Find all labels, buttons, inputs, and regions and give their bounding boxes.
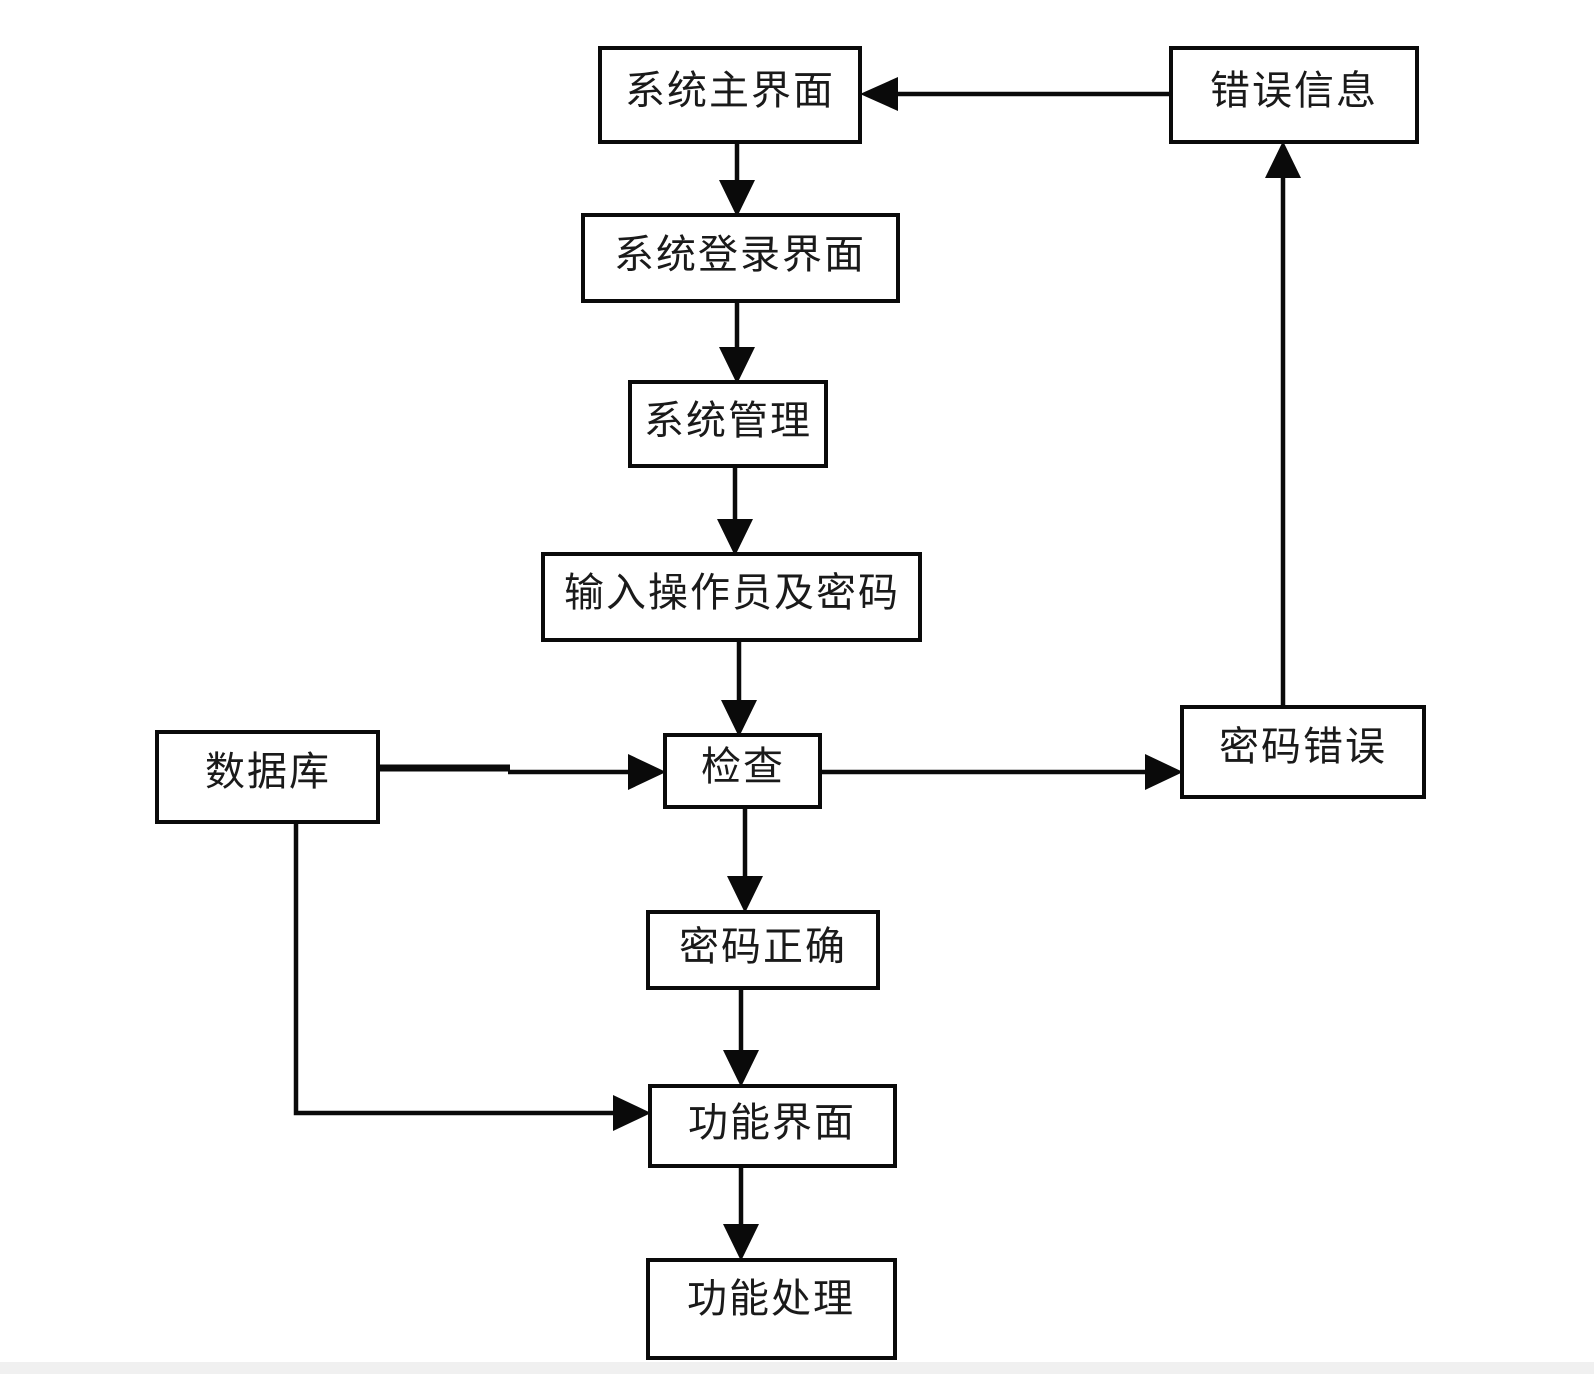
node-main-ui[interactable]: 系统主界面 [598,46,862,144]
edge-check-to-password-wrong [820,754,1183,790]
node-error-message[interactable]: 错误信息 [1169,46,1419,144]
edge-password-wrong-to-error-message [1265,141,1301,707]
edge-check-to-password-correct [727,807,763,913]
node-input-password[interactable]: 输入操作员及密码 [541,552,922,642]
node-password-correct[interactable]: 密码正确 [646,910,880,990]
node-database-label: 数据库 [205,749,331,794]
node-login-ui-label: 系统登录界面 [614,232,866,277]
node-password-wrong-label: 密码错误 [1219,724,1387,769]
edge-login-ui-to-system-admin [719,301,755,384]
node-login-ui[interactable]: 系统登录界面 [581,213,900,303]
node-main-ui-label: 系统主界面 [625,68,835,113]
edge-system-admin-to-input-password [717,466,753,556]
node-function-process-label: 功能处理 [687,1276,855,1321]
node-function-ui[interactable]: 功能界面 [648,1084,897,1168]
node-system-admin[interactable]: 系统管理 [628,380,828,468]
edge-database-to-check [378,754,666,790]
node-input-password-label: 输入操作员及密码 [564,570,900,615]
node-function-ui-label: 功能界面 [688,1100,856,1145]
edge-function-ui-to-function-process [723,1166,759,1261]
node-check[interactable]: 检查 [663,733,822,809]
node-check-label: 检查 [701,744,785,789]
edge-main-ui-to-login-ui [719,142,755,217]
node-password-correct-label: 密码正确 [679,924,847,969]
edge-error-message-to-main-ui [860,77,1171,111]
edge-password-correct-to-function-ui [723,988,759,1087]
bottom-edge-strip [0,1362,1594,1374]
edge-input-password-to-check [721,640,757,737]
node-function-process[interactable]: 功能处理 [646,1258,897,1360]
node-system-admin-label: 系统管理 [644,398,812,443]
node-database[interactable]: 数据库 [155,730,380,824]
node-password-wrong[interactable]: 密码错误 [1180,705,1426,799]
node-error-message-label: 错误信息 [1210,68,1378,113]
edge-database-to-function-ui [293,822,651,1131]
